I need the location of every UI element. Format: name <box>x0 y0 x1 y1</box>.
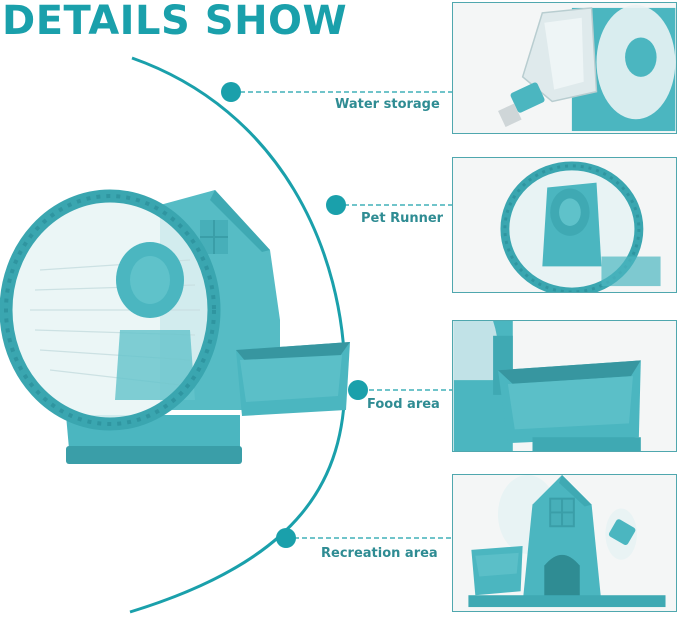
feature-label-water-storage: Water storage <box>335 97 440 112</box>
feature-dot-food <box>348 380 368 400</box>
food-area-image <box>452 320 677 452</box>
feature-label-pet-runner: Pet Runner <box>361 211 444 226</box>
feature-label-recreation-area: Recreation area <box>321 546 438 561</box>
product-main-image <box>0 160 370 480</box>
pet-runner-image <box>452 157 677 293</box>
page-title: DETAILS SHOW <box>2 0 348 44</box>
recreation-area-image <box>452 474 677 612</box>
feature-dot-water <box>221 82 241 102</box>
feature-dot-recreation <box>276 528 296 548</box>
feature-label-food-area: Food area <box>367 397 440 412</box>
feature-dot-runner <box>326 195 346 215</box>
water-storage-image <box>452 2 677 134</box>
